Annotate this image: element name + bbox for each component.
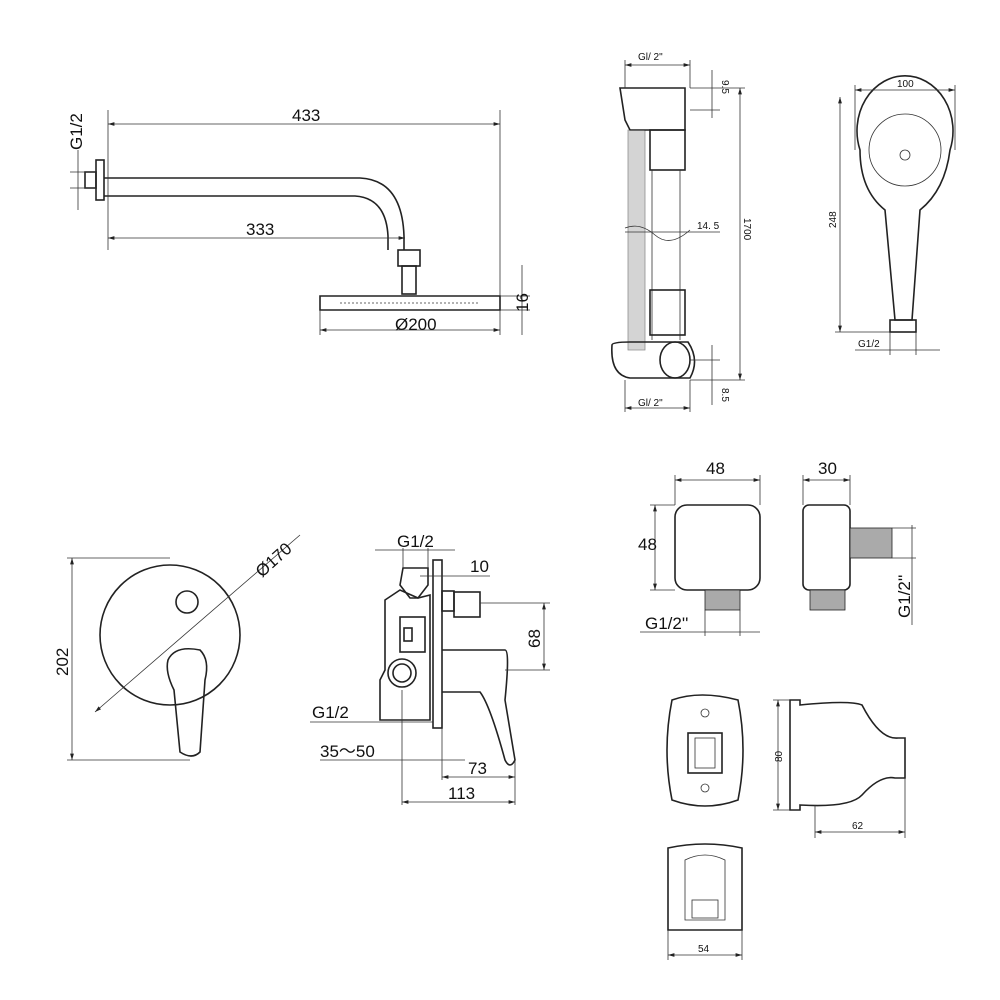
outlet-width-label: 48: [706, 459, 725, 478]
shower-arm-view: 433 333 G1/2 16 Ø200: [67, 106, 532, 335]
hose-diameter-label: 14. 5: [697, 221, 720, 232]
outlet-depth-label: 30: [818, 459, 837, 478]
hose-bottom-tolerance-label: 8.5: [719, 388, 730, 402]
hose-top-thread-label: Gl/ 2": [638, 52, 663, 63]
holder-depth-label: 62: [852, 821, 864, 832]
hose-view: Gl/ 2" 9.5 1700 14. 5 8.5 Gl/ 2": [611, 52, 752, 412]
holder-views: 80 62 54: [666, 694, 906, 960]
total-depth-label: 113: [448, 784, 475, 803]
depth-range-label: 35～50: [320, 742, 375, 761]
hand-shower-view: 100 248 G1/2: [828, 75, 956, 355]
cover-plate-view: Ø170 202: [53, 534, 301, 761]
mixer-top-thread-label: G1/2: [397, 532, 434, 551]
holder-width-label: 54: [698, 944, 710, 955]
outlet-side-thread-label: G1/2'': [895, 575, 914, 618]
mixer-body-view: G1/2 10 68 G1/2 35～50 73 113: [310, 532, 550, 805]
outlet-front-thread-label: G1/2'': [645, 614, 688, 633]
arm-thread-label: G1/2: [67, 113, 86, 150]
plate-offset-label: 10: [470, 557, 489, 576]
arm-length-total-label: 433: [292, 106, 320, 125]
hand-shower-width-label: 100: [897, 79, 914, 90]
hose-length-label: 1700: [741, 218, 752, 241]
arm-length-label: 333: [246, 220, 274, 239]
hand-shower-thread-label: G1/2: [858, 339, 880, 350]
outlet-height-label: 48: [638, 535, 657, 554]
head-height-label: 16: [513, 293, 532, 312]
outlet-spacing-label: 68: [525, 629, 544, 648]
mixer-bottom-thread-label: G1/2: [312, 703, 349, 722]
hose-top-tolerance-label: 9.5: [719, 80, 730, 94]
hand-shower-length-label: 248: [828, 211, 839, 228]
holder-height-label: 80: [774, 750, 785, 762]
wall-outlet-views: 48 48 G1/2'' 30 G1/2'': [638, 459, 916, 636]
handle-projection-label: 73: [468, 759, 487, 778]
head-diameter-label: Ø200: [395, 315, 437, 334]
plate-diameter-label: Ø170: [252, 539, 296, 581]
hose-bottom-thread-label: Gl/ 2": [638, 398, 663, 409]
plate-height-label: 202: [53, 648, 72, 676]
